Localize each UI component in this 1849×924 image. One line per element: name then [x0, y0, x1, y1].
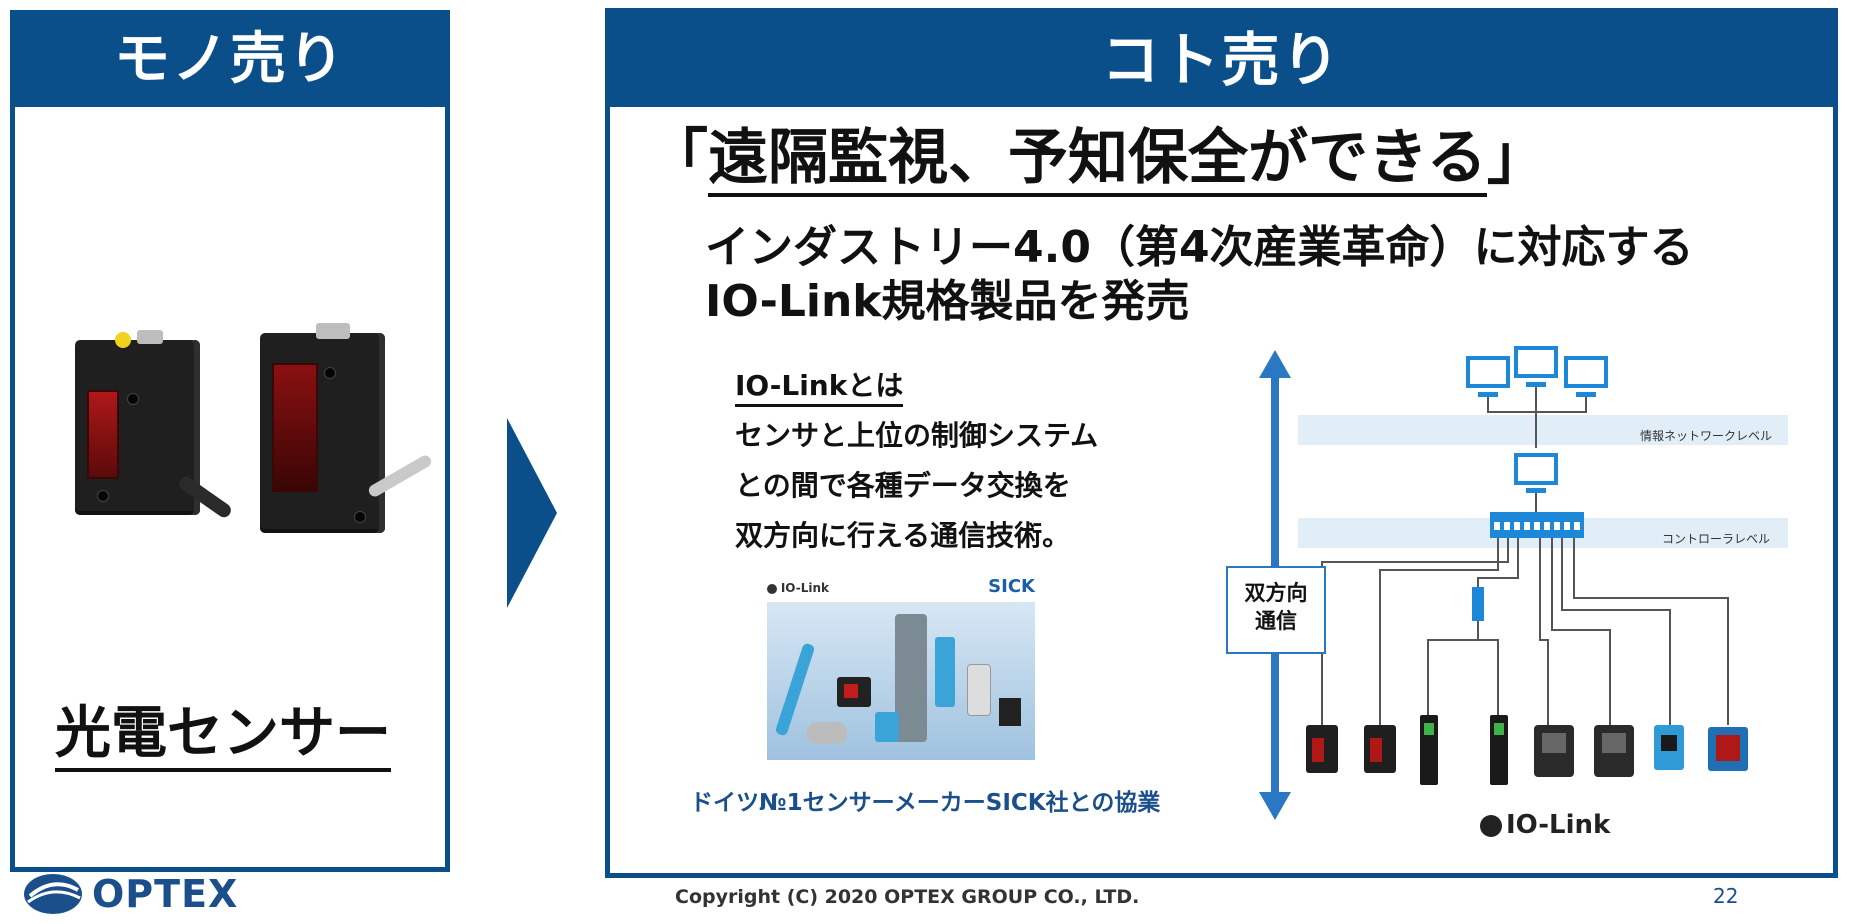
io-link-explain-line-3: 双方向に行える通信技術。 [735, 519, 1071, 552]
subheadline-line-2: IO-Link規格製品を発売 [705, 276, 1190, 327]
subheadline-line-1: インダストリー4.0（第4次産業革命）に対応する [705, 222, 1694, 273]
sick-product-photo: IO-Link SICK [767, 576, 1035, 760]
headline: 「遠隔監視、予知保全ができる」 [648, 118, 1547, 198]
information-network-level-label: 情報ネットワークレベル [1640, 429, 1773, 443]
koto-uri-header: コト売り [610, 13, 1833, 107]
io-link-explain-line-1: センサと上位の制御システム [735, 419, 1099, 452]
iolink-logo-icon [767, 583, 777, 594]
io-link-device-icons [1306, 715, 1748, 785]
photo-brand-iolink: IO-Link [767, 581, 829, 595]
page-number: 22 [1713, 884, 1739, 908]
controller-level-label: コントローラレベル [1662, 532, 1771, 546]
optex-brand-text: OPTEX [92, 872, 239, 916]
sick-partnership-caption: ドイツ№1センサーメーカーSICK社との協業 [690, 790, 1161, 816]
top-pc-icon [1466, 346, 1608, 388]
mono-uri-panel: モノ売り 光電センサー [10, 10, 450, 872]
io-link-explain-title: IO-Linkとは [735, 368, 904, 407]
io-link-diagram-logo: IO-Link [1480, 810, 1610, 840]
optex-logo [22, 872, 302, 920]
photo-brand-iolink-text: IO-Link [780, 581, 829, 595]
copyright-notice: Copyright (C) 2020 OPTEX GROUP CO., LTD. [675, 886, 1140, 908]
bidirectional-label-1: 双方向 [1244, 581, 1308, 605]
headline-close-bracket: 」 [1486, 123, 1547, 193]
bidirectional-communication-box: 双方向 通信 [1226, 566, 1326, 654]
io-link-network-diagram [1259, 346, 1788, 820]
iolink-logo-icon [1480, 814, 1502, 837]
mono-uri-header: モノ売り [15, 15, 445, 107]
information-network-level-band [1298, 415, 1788, 445]
headline-main: 遠隔監視、予知保全ができる [708, 123, 1487, 197]
transition-arrow-icon [507, 418, 557, 608]
optex-logo-icon [24, 874, 82, 914]
controller-pc-icon [1514, 453, 1558, 485]
photoelectric-sensor-side [260, 323, 385, 533]
bidirectional-label-2: 通信 [1255, 609, 1297, 633]
io-link-explain-line-2: との間で各種データ交換を [735, 469, 1071, 502]
photo-brand-sick: SICK [988, 576, 1035, 597]
io-link-hub-icon [1472, 587, 1484, 621]
photoelectric-sensor-front [75, 330, 200, 515]
io-link-diagram-logo-text: IO-Link [1506, 810, 1611, 840]
photoelectric-sensor-label: 光電センサー [55, 700, 391, 772]
headline-open-bracket: 「 [648, 123, 708, 193]
